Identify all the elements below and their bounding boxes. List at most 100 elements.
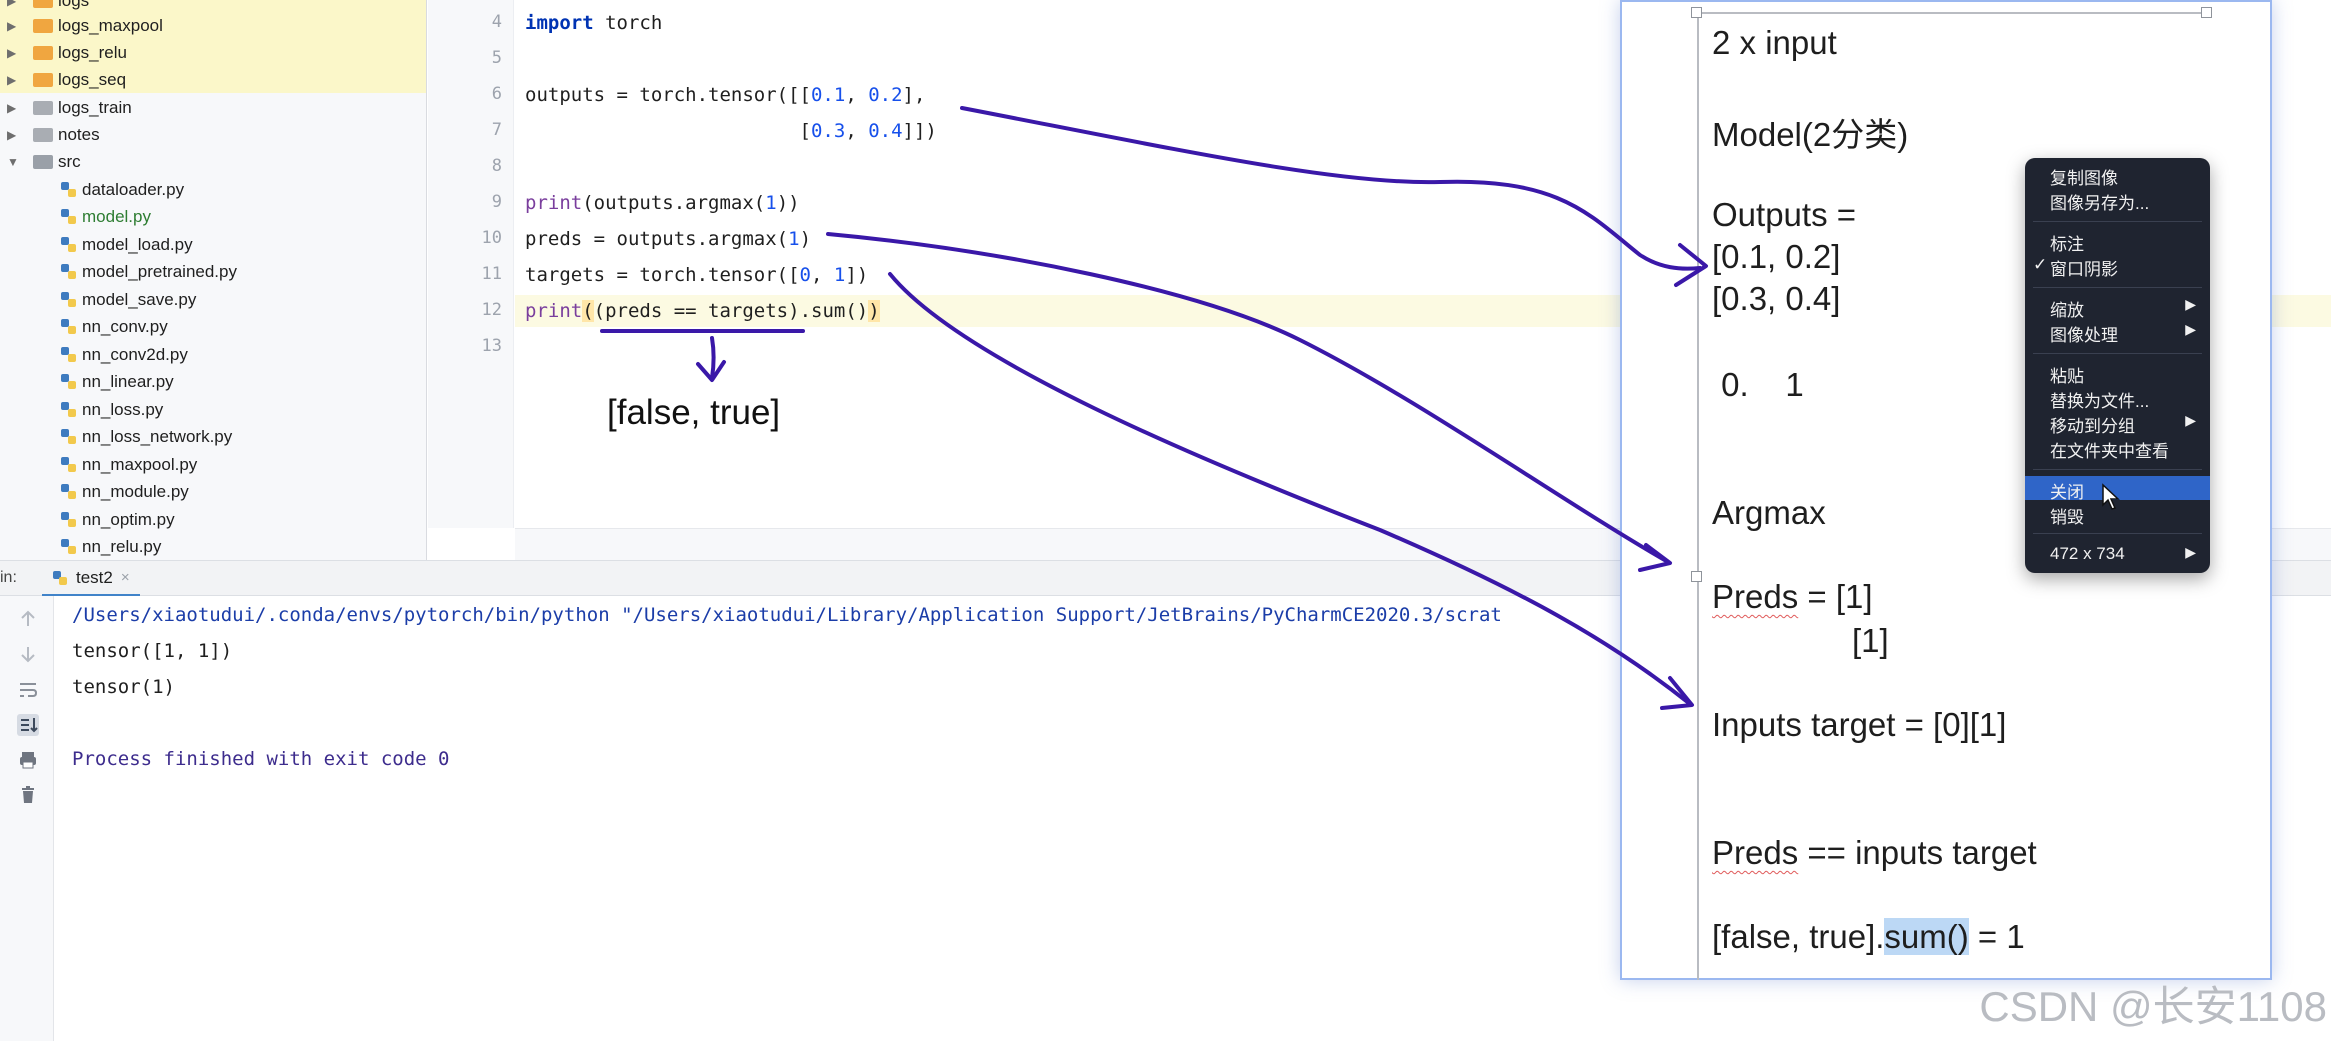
menu-item-destroy[interactable]: 销毁: [2025, 501, 2210, 527]
tab-label: test2: [76, 567, 113, 587]
collapse-arrow-icon[interactable]: ▼: [7, 154, 19, 169]
menu-item-copy-image[interactable]: 复制图像: [2025, 162, 2210, 188]
code-line-11[interactable]: targets = torch.tensor([0, 1]): [525, 260, 868, 290]
code-text: ]): [845, 264, 869, 286]
menu-item-paste[interactable]: 粘贴: [2025, 360, 2210, 386]
expand-arrow-icon[interactable]: ▶: [7, 45, 17, 60]
python-file-icon: [61, 292, 76, 307]
soft-wrap-icon[interactable]: [17, 679, 39, 701]
tree-item-model-save[interactable]: model_save.py: [0, 286, 426, 313]
tree-item-nn-conv2d[interactable]: nn_conv2d.py: [0, 341, 426, 368]
tree-item-label: nn_loss.py: [82, 399, 164, 419]
tree-item-nn-optim[interactable]: nn_optim.py: [0, 506, 426, 533]
python-file-icon: [61, 429, 76, 444]
scroll-to-end-icon[interactable]: [17, 714, 39, 736]
expand-arrow-icon[interactable]: ▶: [7, 100, 17, 115]
note-margin-line: [1697, 8, 1699, 980]
tree-item-model-load[interactable]: model_load.py: [0, 231, 426, 258]
tree-item-label: nn_module.py: [82, 481, 189, 501]
code-line-4[interactable]: import torch: [525, 8, 662, 38]
close-icon[interactable]: ×: [120, 569, 130, 586]
submenu-arrow-icon: ▶: [2185, 296, 2196, 312]
context-menu: 复制图像 图像另存为... 标注 ✓窗口阴影 缩放▶ 图像处理▶ 粘贴 替换为文…: [2025, 158, 2210, 573]
menu-item-label: 替换为文件...: [2050, 392, 2150, 411]
arrow-up-icon[interactable]: [17, 608, 39, 630]
menu-item-close[interactable]: 关闭: [2025, 476, 2210, 502]
code-text: ]]): [902, 120, 937, 142]
code-text: ,: [845, 120, 869, 142]
expand-arrow-icon[interactable]: ▶: [7, 0, 17, 8]
expand-arrow-icon[interactable]: ▶: [7, 18, 17, 33]
tree-item-logs-train[interactable]: ▶ logs_train: [0, 94, 426, 121]
tree-item-logs-maxpool[interactable]: ▶ logs_maxpool: [0, 12, 426, 39]
line-number: 4: [491, 12, 502, 32]
number-literal: 0.3: [810, 120, 846, 142]
menu-item-replace-with-file[interactable]: 替换为文件...: [2025, 385, 2210, 411]
code-line-7[interactable]: [0.3, 0.4]]): [525, 116, 937, 146]
print-icon[interactable]: [17, 749, 39, 771]
note-line: Preds == inputs target: [1712, 834, 2037, 872]
code-text: ,: [811, 264, 834, 286]
arrow-down-icon[interactable]: [17, 643, 39, 665]
tree-item-nn-linear[interactable]: nn_linear.py: [0, 368, 426, 395]
note-line: [1]: [1852, 622, 1889, 659]
tree-item-model-pretrained[interactable]: model_pretrained.py: [0, 258, 426, 285]
python-file-icon: [61, 539, 76, 554]
note-line: Outputs =: [1712, 196, 1857, 233]
note-line: 2 x input: [1712, 24, 1837, 61]
trash-icon[interactable]: [17, 784, 39, 806]
note-word-spellcheck: Preds: [1712, 834, 1799, 871]
note-selected-text: sum(): [1884, 918, 1969, 955]
tree-item-nn-loss-network[interactable]: nn_loss_network.py: [0, 423, 426, 450]
tree-item-logs[interactable]: ▶ logs: [0, 0, 426, 14]
menu-item-label: 在文件夹中查看: [2050, 442, 2169, 461]
tree-item-logs-seq[interactable]: ▶ logs_seq: [0, 66, 426, 93]
run-label: in:: [0, 569, 17, 586]
submenu-arrow-icon: ▶: [2185, 321, 2196, 337]
menu-item-save-image-as[interactable]: 图像另存为...: [2025, 187, 2210, 213]
code-text: ,: [845, 84, 869, 106]
tree-item-logs-relu[interactable]: ▶ logs_relu: [0, 39, 426, 66]
matched-bracket: (: [582, 300, 594, 322]
note-word-spellcheck: Preds: [1712, 578, 1799, 615]
menu-item-window-shadow[interactable]: ✓窗口阴影: [2025, 253, 2210, 279]
resize-handle[interactable]: [2201, 7, 2212, 18]
tree-item-notes[interactable]: ▶ notes: [0, 121, 426, 148]
menu-separator: [2033, 287, 2202, 288]
expand-arrow-icon[interactable]: ▶: [7, 72, 17, 87]
menu-item-annotate[interactable]: 标注: [2025, 228, 2210, 254]
tree-item-label: nn_conv2d.py: [82, 344, 188, 364]
menu-item-move-to-group[interactable]: 移动到分组▶: [2025, 410, 2210, 436]
menu-item-image-processing[interactable]: 图像处理▶: [2025, 319, 2210, 345]
tree-item-dataloader[interactable]: dataloader.py: [0, 176, 426, 203]
tree-item-src[interactable]: ▼ src: [0, 148, 426, 175]
tree-item-nn-module[interactable]: nn_module.py: [0, 478, 426, 505]
line-number: 12: [481, 300, 502, 320]
expand-arrow-icon[interactable]: ▶: [7, 127, 17, 142]
tree-item-nn-relu[interactable]: nn_relu.py: [0, 533, 426, 560]
resize-handle[interactable]: [1691, 571, 1702, 582]
code-line-6[interactable]: outputs = torch.tensor([[0.1, 0.2],: [525, 80, 925, 110]
code-line-12[interactable]: print((preds == targets).sum()): [525, 296, 880, 326]
note-line: Preds = [1]: [1712, 578, 1873, 616]
menu-item-label: 图像另存为...: [2050, 194, 2150, 213]
tree-item-label: logs_relu: [58, 42, 127, 62]
code-line-9[interactable]: print(outputs.argmax(1)): [525, 188, 800, 218]
tree-item-model[interactable]: model.py: [0, 203, 426, 230]
tree-item-nn-conv[interactable]: nn_conv.py: [0, 313, 426, 340]
menu-item-image-size[interactable]: 472 x 734▶: [2025, 542, 2210, 566]
python-file-icon: [61, 402, 76, 417]
menu-item-label: 窗口阴影: [2050, 260, 2118, 279]
resize-handle[interactable]: [1691, 7, 1702, 18]
tree-item-label: nn_maxpool.py: [82, 454, 198, 474]
code-line-10[interactable]: preds = outputs.argmax(1): [525, 224, 811, 254]
tree-item-nn-loss[interactable]: nn_loss.py: [0, 396, 426, 423]
number-literal: 1: [788, 228, 800, 250]
code-text: outputs = torch.tensor([[: [525, 84, 811, 106]
menu-item-show-in-folder[interactable]: 在文件夹中查看: [2025, 435, 2210, 461]
tab-test2[interactable]: test2 ×: [42, 561, 140, 597]
menu-item-zoom[interactable]: 缩放▶: [2025, 294, 2210, 320]
tree-item-nn-maxpool[interactable]: nn_maxpool.py: [0, 451, 426, 478]
line-number: 11: [481, 264, 502, 284]
tree-item-label: nn_conv.py: [82, 316, 168, 336]
